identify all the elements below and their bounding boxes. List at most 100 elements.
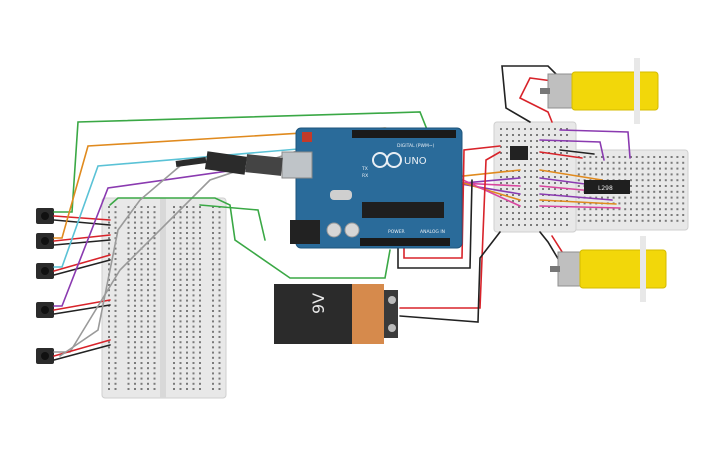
dc-motor-top[interactable]: [540, 58, 659, 124]
breadboard-hole: [173, 278, 175, 281]
wire-black-top[interactable]: [559, 149, 595, 155]
wire-black-battery[interactable]: [399, 231, 501, 323]
reset-button[interactable]: [302, 132, 312, 142]
wire-red-sensor-2[interactable]: [53, 234, 111, 242]
breadboard-hole: [140, 304, 143, 307]
wire-black-sensor-4[interactable]: [53, 304, 111, 315]
usb-port[interactable]: [281, 151, 313, 179]
ir-sensor-1[interactable]: [36, 208, 54, 224]
breadboard-hole: [682, 219, 685, 222]
wire-purple-top1[interactable]: [559, 129, 631, 159]
breadboard-hole: [186, 252, 188, 255]
wire-red-battery[interactable]: [399, 151, 501, 309]
ir-sensor-2[interactable]: [36, 233, 54, 249]
breadboard-hole: [512, 164, 514, 166]
breadboard-hole: [218, 330, 221, 333]
arduino-uno[interactable]: UNO DIGITAL (PWM~) POWER ANALOG IN TX RX: [281, 127, 463, 249]
wire-red-vin[interactable]: [403, 145, 501, 259]
breadboard-hole: [134, 278, 136, 281]
breadboard-hole: [635, 179, 638, 182]
usb-cable[interactable]: [175, 151, 283, 176]
breadboard-hole: [147, 242, 149, 245]
breadboard-hole: [500, 218, 502, 220]
dc-motor-bottom[interactable]: [550, 236, 667, 302]
breadboard-hole: [153, 372, 156, 375]
breadboard-hole: [199, 325, 201, 328]
wire-purple-top2[interactable]: [539, 139, 605, 161]
breadboard-hole: [624, 196, 627, 199]
wire-black-sensor-2[interactable]: [53, 239, 111, 246]
breadboard-hole: [212, 258, 214, 260]
wire-red-motor-top[interactable]: [518, 77, 561, 123]
breadboard-hole: [199, 377, 201, 380]
breadboard-hole: [147, 268, 149, 271]
breadboard-hole: [186, 382, 188, 385]
wire-black-sensor-5[interactable]: [53, 344, 111, 361]
wire-pink-drv2[interactable]: [539, 205, 621, 209]
breadboard-hole: [647, 161, 650, 164]
breadboard-hole: [114, 330, 117, 333]
ir-sensor-4[interactable]: [36, 302, 54, 318]
breadboard-hole: [140, 263, 143, 266]
breadboard-hole: [218, 226, 221, 229]
breadboard-hole: [114, 382, 117, 385]
wire-gray-usb[interactable]: [59, 165, 181, 357]
breadboard-hole: [577, 179, 580, 182]
breadboard-hole: [635, 219, 638, 222]
breadboard-hole: [512, 140, 514, 142]
breadboard-hole: [140, 362, 143, 364]
breadboard-hole: [506, 152, 508, 154]
breadboard-hole: [647, 179, 650, 182]
battery-9v[interactable]: 9V: [274, 284, 398, 344]
breadboard-hole: [199, 356, 201, 359]
power-jack[interactable]: [290, 220, 320, 244]
breadboard-hole: [114, 226, 117, 229]
wire-red-sensor-1[interactable]: [53, 215, 111, 221]
breadboard-hole: [114, 315, 117, 318]
wire-black-gnd[interactable]: [397, 179, 473, 269]
ir-sensor-5[interactable]: [36, 348, 54, 364]
breadboard-hole: [134, 372, 136, 375]
wire-green-sensor-1[interactable]: [53, 111, 429, 213]
voltage-regulator[interactable]: [510, 146, 528, 160]
wire-purple-drv2[interactable]: [539, 193, 613, 201]
breadboard-hole: [218, 237, 221, 240]
wire-orange-drv1[interactable]: [539, 169, 603, 181]
breadboard-hole: [134, 294, 136, 297]
breadboard-hole: [108, 351, 110, 354]
breadboard-hole: [173, 320, 175, 323]
breadboard-hole: [583, 161, 586, 164]
breadboard-hole: [554, 158, 556, 160]
breadboard-hole: [682, 190, 685, 193]
wire-black-sensor-3[interactable]: [53, 259, 111, 276]
breadboard-hole: [601, 214, 603, 216]
breadboard-hole: [542, 206, 544, 208]
wire-black-sensor-1[interactable]: [53, 219, 111, 226]
breadboard-hole: [212, 263, 214, 266]
wire-red-sensor-3[interactable]: [53, 254, 111, 272]
breadboard-hole: [173, 221, 175, 224]
wire-red-top[interactable]: [539, 151, 583, 159]
breadboard-hole: [114, 362, 117, 364]
breadboard-hole: [192, 216, 195, 219]
breadboard-hole: [192, 252, 195, 255]
breadboard-hole: [500, 224, 502, 226]
wire-black-motor-bottom[interactable]: [539, 231, 561, 263]
l298-motor-driver[interactable]: L298: [584, 180, 630, 194]
wire-orange-drv2[interactable]: [539, 199, 617, 205]
wire-green-ground[interactable]: [109, 197, 391, 279]
breadboard-hole: [173, 268, 175, 271]
breadboard-hole: [134, 221, 136, 224]
breadboard-hole: [127, 356, 130, 359]
breadboard-hole: [192, 346, 195, 349]
breadboard-hole: [536, 212, 538, 214]
breadboard-hole: [186, 294, 188, 297]
breadboard-hole: [127, 278, 130, 281]
breadboard-hole: [506, 146, 508, 148]
ir-sensor-3[interactable]: [36, 263, 54, 279]
wire-black-motor-top[interactable]: [501, 65, 561, 123]
wire-green-rail[interactable]: [199, 204, 266, 241]
breadboard-hole: [512, 176, 514, 178]
breadboard-hole: [560, 128, 562, 130]
breadboard-hole: [186, 263, 188, 266]
